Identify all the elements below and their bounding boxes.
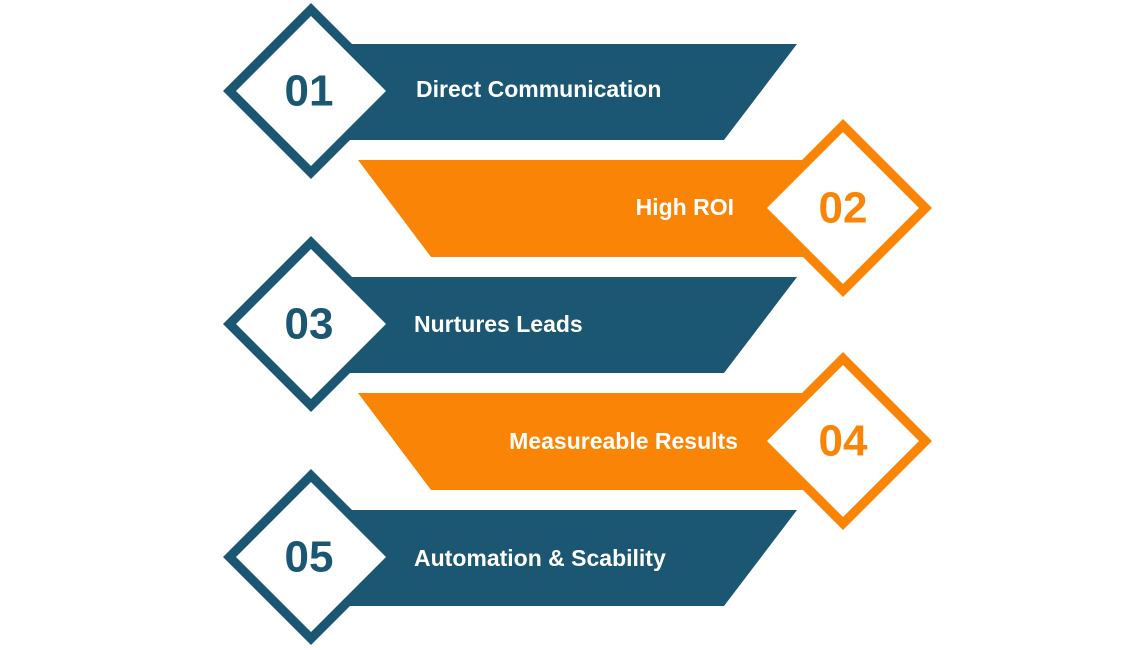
step-02-label: High ROI	[636, 194, 734, 220]
step-01-number: 01	[285, 67, 334, 116]
step-02-diamond-inner	[767, 132, 919, 284]
step-05-diamond-inner	[236, 482, 386, 632]
step-02-number: 02	[819, 184, 868, 233]
step-01-label: Direct Communication	[416, 76, 661, 102]
step-01-diamond-inner	[236, 16, 386, 166]
step-03-banner	[318, 277, 797, 373]
step-05-banner	[318, 510, 797, 606]
step-02-banner	[358, 160, 835, 257]
step-01-banner	[318, 44, 797, 140]
step-04: 04 Measureable Results	[358, 352, 932, 530]
step-04-number: 04	[819, 417, 868, 466]
step-01: 01 Direct Communication	[223, 3, 797, 179]
step-03: 03 Nurtures Leads	[223, 236, 797, 412]
step-04-banner	[358, 393, 835, 490]
step-05-number: 05	[285, 533, 334, 582]
step-04-diamond-inner	[767, 365, 919, 517]
step-03-diamond-inner	[236, 249, 386, 399]
step-02: 02 High ROI	[358, 119, 932, 297]
step-03-number: 03	[285, 300, 334, 349]
step-04-label: Measureable Results	[509, 428, 738, 454]
step-05-label: Automation & Scability	[414, 545, 666, 571]
step-03-label: Nurtures Leads	[414, 311, 583, 337]
step-05: 05 Automation & Scability	[223, 469, 797, 645]
